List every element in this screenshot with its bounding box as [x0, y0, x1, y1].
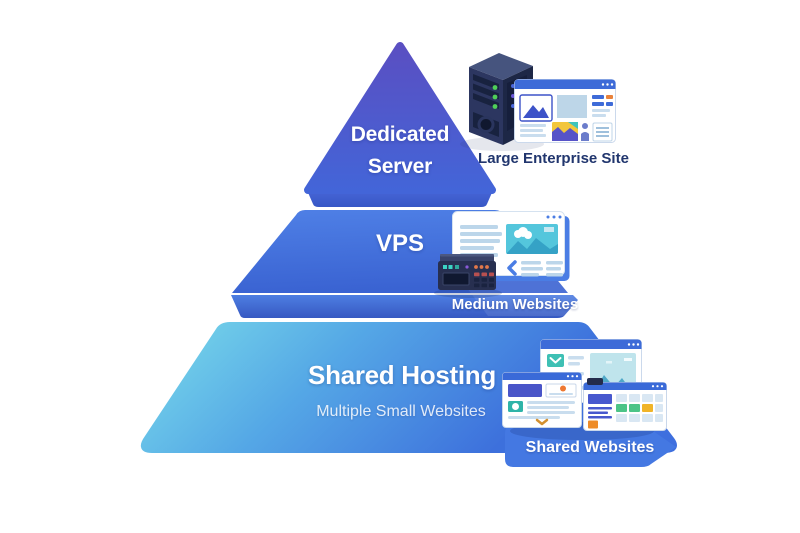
area-chart-icon [552, 122, 578, 141]
inbox-check-icon [547, 354, 564, 367]
chevron-left-icon [507, 260, 517, 276]
tier-dedicated-shape [304, 42, 496, 207]
enterprise-site-window-icon [514, 79, 616, 143]
shared-site-window-right-icon [583, 378, 667, 431]
rack-shadow [434, 288, 502, 298]
annotation-large-enterprise-site: Large Enterprise Site [478, 150, 629, 167]
browser-tab-icon [587, 378, 603, 385]
annotation-medium-websites: Medium Websites [451, 296, 579, 313]
hero-image-placeholder-icon [519, 94, 553, 122]
tier-label-shared-hosting: Shared Hosting [308, 360, 496, 390]
annotation-shared-websites: Shared Websites [525, 439, 655, 456]
document-lines-icon [592, 122, 613, 142]
tile-grid-icon [616, 394, 663, 422]
person-icon [581, 123, 589, 141]
notification-card-icon [545, 383, 577, 398]
tier-label-dedicated-server: Dedicated Server [350, 123, 450, 178]
tier-label-vps: VPS [375, 230, 425, 257]
tier-sublabel-shared-hosting: Multiple Small Websites [316, 403, 486, 420]
rack-server-icon [438, 254, 496, 290]
avatar-tile-icon [508, 401, 523, 412]
seascape-image-icon [506, 224, 558, 254]
shared-site-window-left-icon [502, 372, 582, 428]
chevron-down-icon [535, 418, 549, 426]
